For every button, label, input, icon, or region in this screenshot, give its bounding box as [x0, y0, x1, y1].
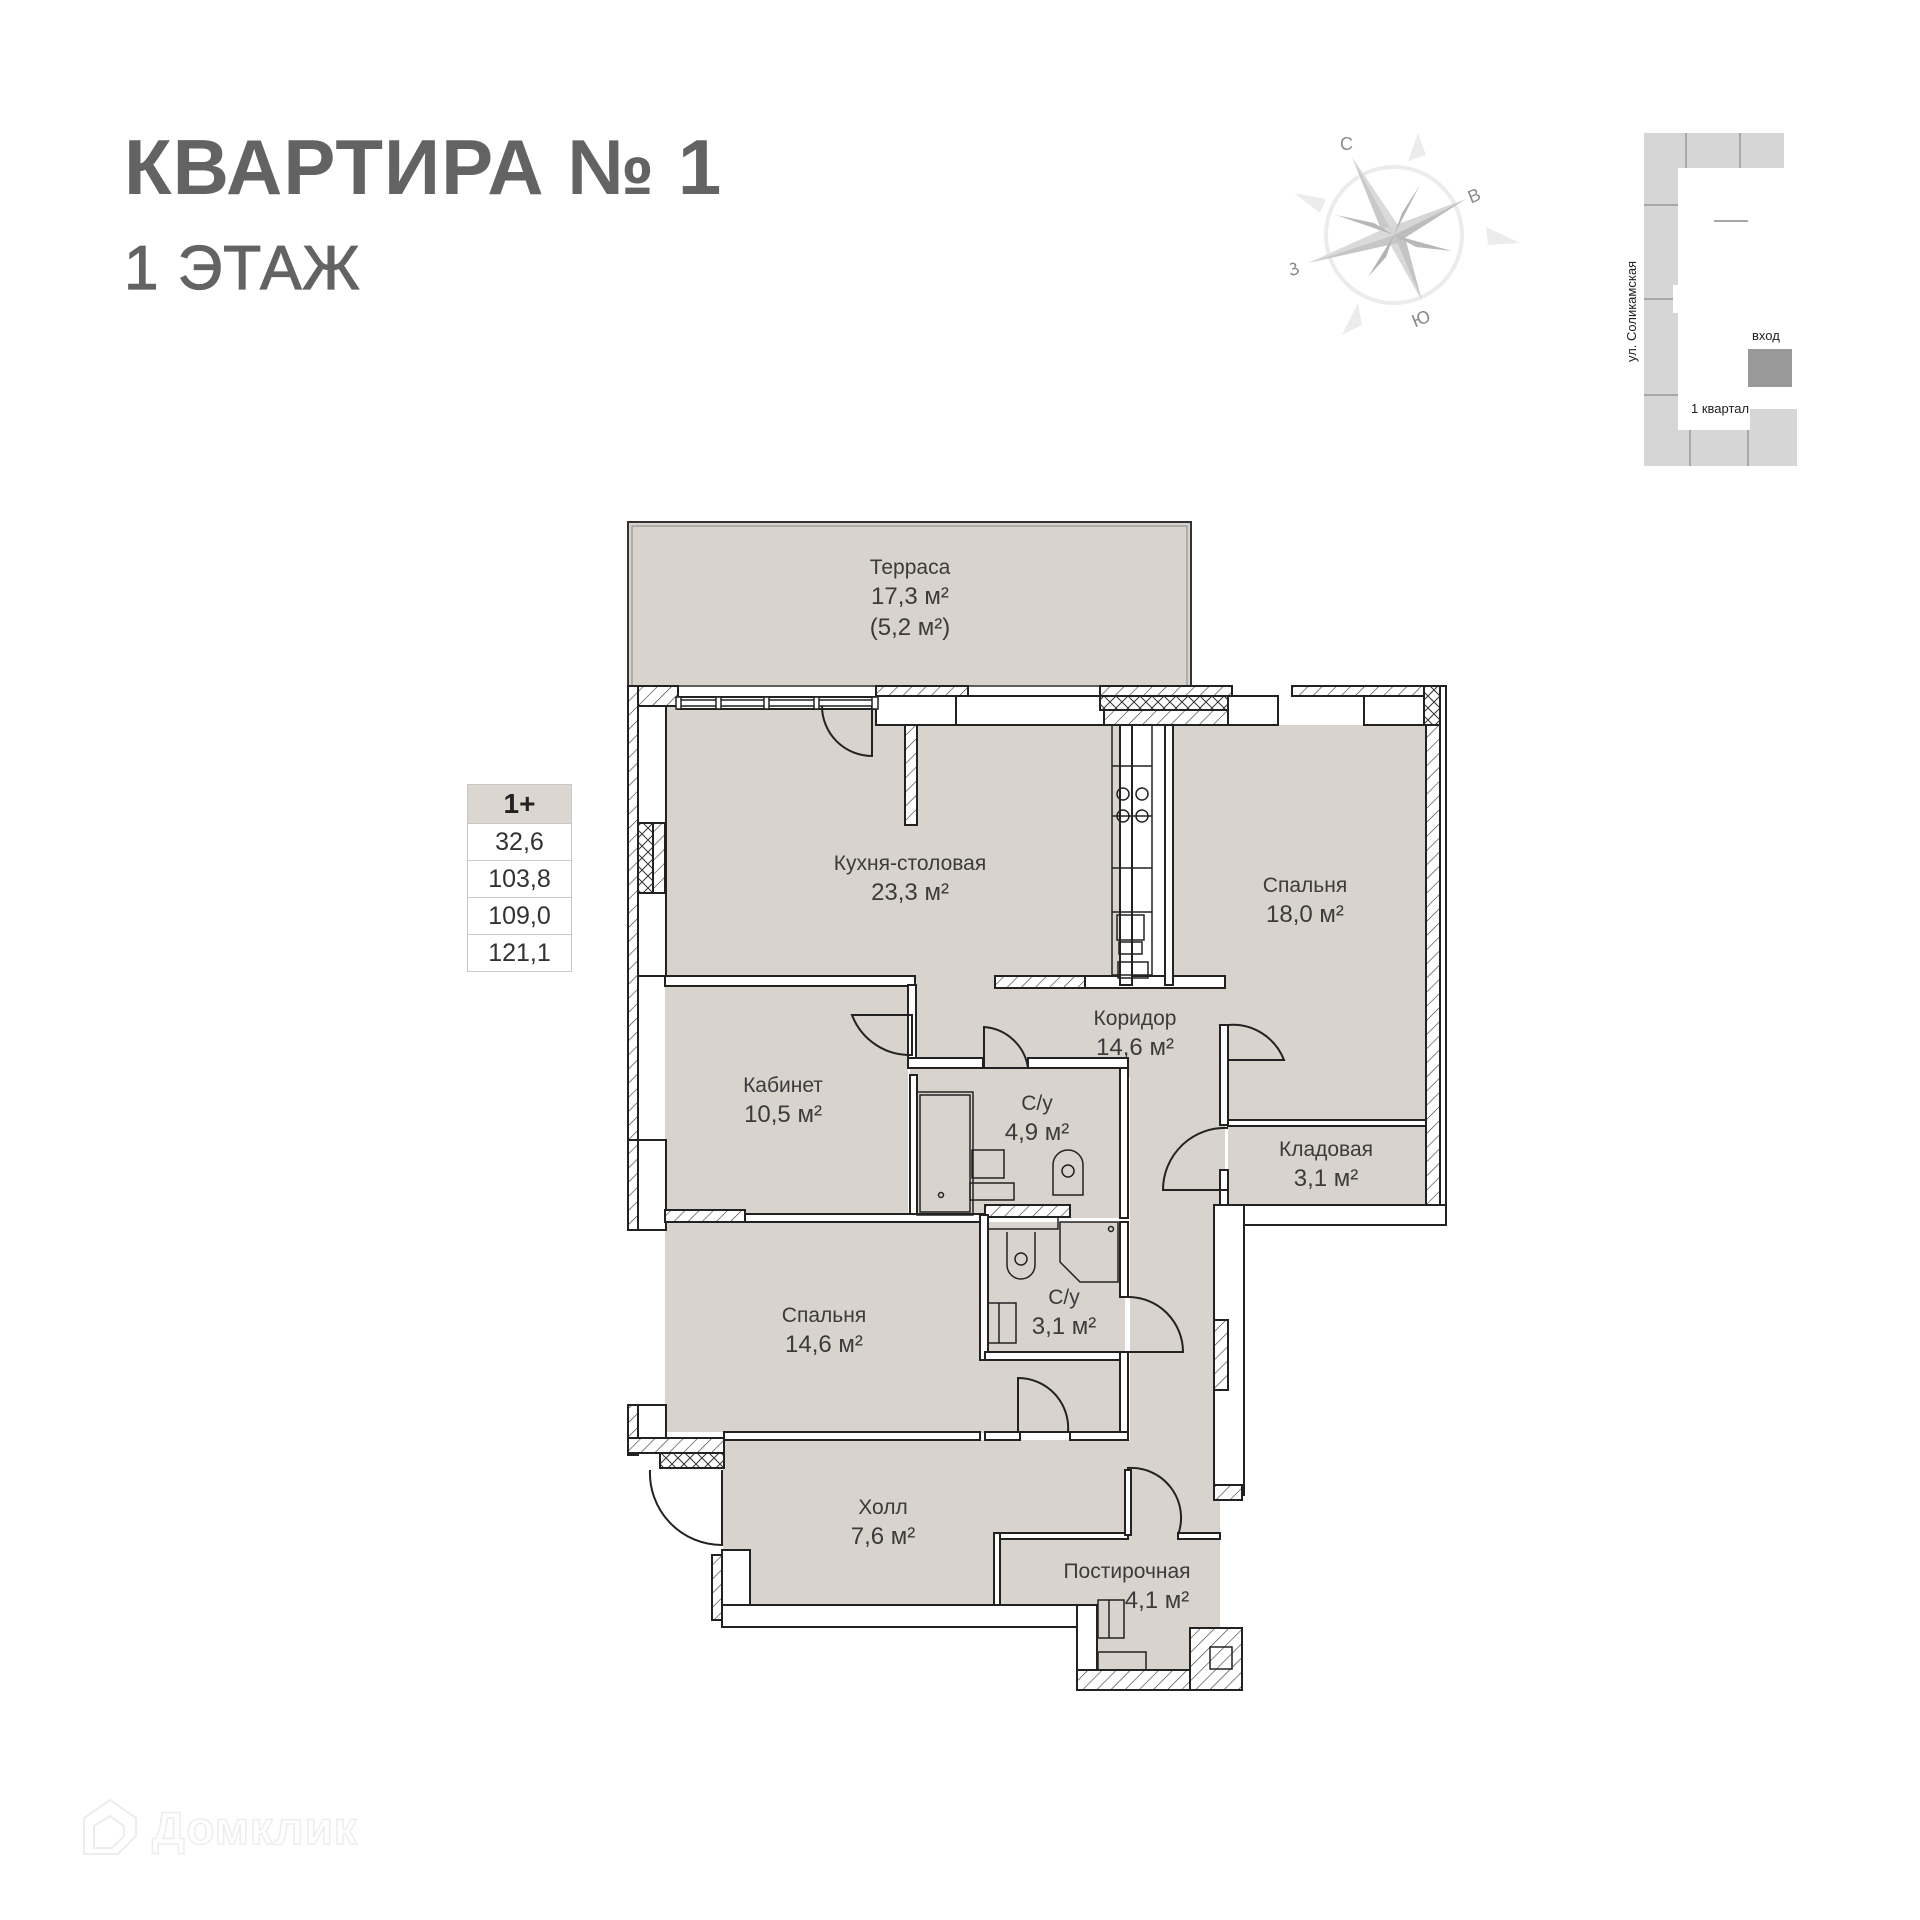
entrance-marker — [1748, 349, 1792, 387]
room-area: 7,6 м² — [850, 1523, 916, 1551]
room-area: 17,3 м² — [871, 583, 949, 611]
summary-table-row: 103,8 — [467, 860, 572, 898]
room-name: Холл — [858, 1496, 908, 1519]
room-label-terrace: Терраса 17,3 м² (5,2 м²) — [870, 554, 951, 644]
room-area: 4,9 м² — [1004, 1119, 1070, 1147]
room-label-bedroom-2: Спальня 14,6 м² — [782, 1302, 866, 1360]
room-terrace — [627, 521, 1192, 687]
room-name: Постирочная — [1063, 1560, 1191, 1583]
room-label-storage: Кладовая 3,1 м² — [1279, 1136, 1373, 1194]
room-name: Терраса — [869, 556, 951, 579]
room-area: 4,1 м² — [1124, 1587, 1190, 1615]
site-plan: вход 1 квартал ул. Соликамская — [1624, 133, 1797, 466]
room-area-reduced: (5,2 м²) — [869, 614, 951, 642]
room-name: С/у — [1048, 1286, 1080, 1309]
watermark: Домклик — [78, 1796, 358, 1860]
room-label-corridor: Коридор 14,6 м² — [1094, 1005, 1177, 1063]
floor-area — [665, 706, 1426, 1680]
room-label-bathroom-2: С/у 3,1 м² — [1032, 1284, 1097, 1342]
house-logo-icon — [83, 1798, 137, 1855]
summary-table-header: 1+ — [467, 784, 572, 824]
summary-table-row: 32,6 — [467, 823, 572, 861]
floor-label: 1 ЭТАЖ — [123, 234, 361, 303]
room-name: Кладовая — [1278, 1138, 1374, 1161]
summary-table-row: 109,0 — [467, 897, 572, 935]
room-label-bedroom-1: Спальня 18,0 м² — [1263, 872, 1347, 930]
room-name: С/у — [1021, 1092, 1053, 1115]
room-area: 3,1 м² — [1293, 1165, 1359, 1193]
room-name: Кабинет — [743, 1074, 823, 1097]
area-summary-table: 1+ 32,6 103,8 109,0 121,1 — [467, 784, 572, 972]
room-name: Спальня — [781, 1304, 867, 1327]
room-label-hall: Холл 7,6 м² — [851, 1494, 916, 1552]
room-area: 14,6 м² — [1096, 1034, 1174, 1062]
room-label-kitchen: Кухня-столовая 23,3 м² — [834, 850, 986, 908]
room-area: 18,0 м² — [1266, 901, 1344, 929]
room-label-bathroom-1: С/у 4,9 м² — [1005, 1090, 1070, 1148]
entrance-label: вход — [1752, 328, 1780, 343]
room-area: 3,1 м² — [1031, 1313, 1097, 1341]
room-area: 14,6 м² — [785, 1331, 863, 1359]
watermark-text: Домклик — [151, 1801, 358, 1855]
compass-rose-icon: С В Ю З — [1290, 133, 1520, 335]
room-name: Кухня-столовая — [833, 852, 987, 875]
street-label: ул. Соликамская — [1624, 261, 1639, 362]
block-label: 1 квартал — [1691, 401, 1749, 416]
room-label-laundry: Постирочная 4,1 м² — [1063, 1558, 1190, 1616]
compass-north-label: С — [1340, 134, 1353, 154]
room-area: 10,5 м² — [744, 1101, 822, 1129]
apartment-title: КВАРТИРА № 1 — [124, 123, 723, 211]
room-name: Коридор — [1093, 1007, 1177, 1030]
room-area: 23,3 м² — [871, 879, 949, 907]
room-label-study: Кабинет 10,5 м² — [743, 1072, 823, 1130]
room-name: Спальня — [1262, 874, 1348, 897]
summary-table-row: 121,1 — [467, 934, 572, 972]
